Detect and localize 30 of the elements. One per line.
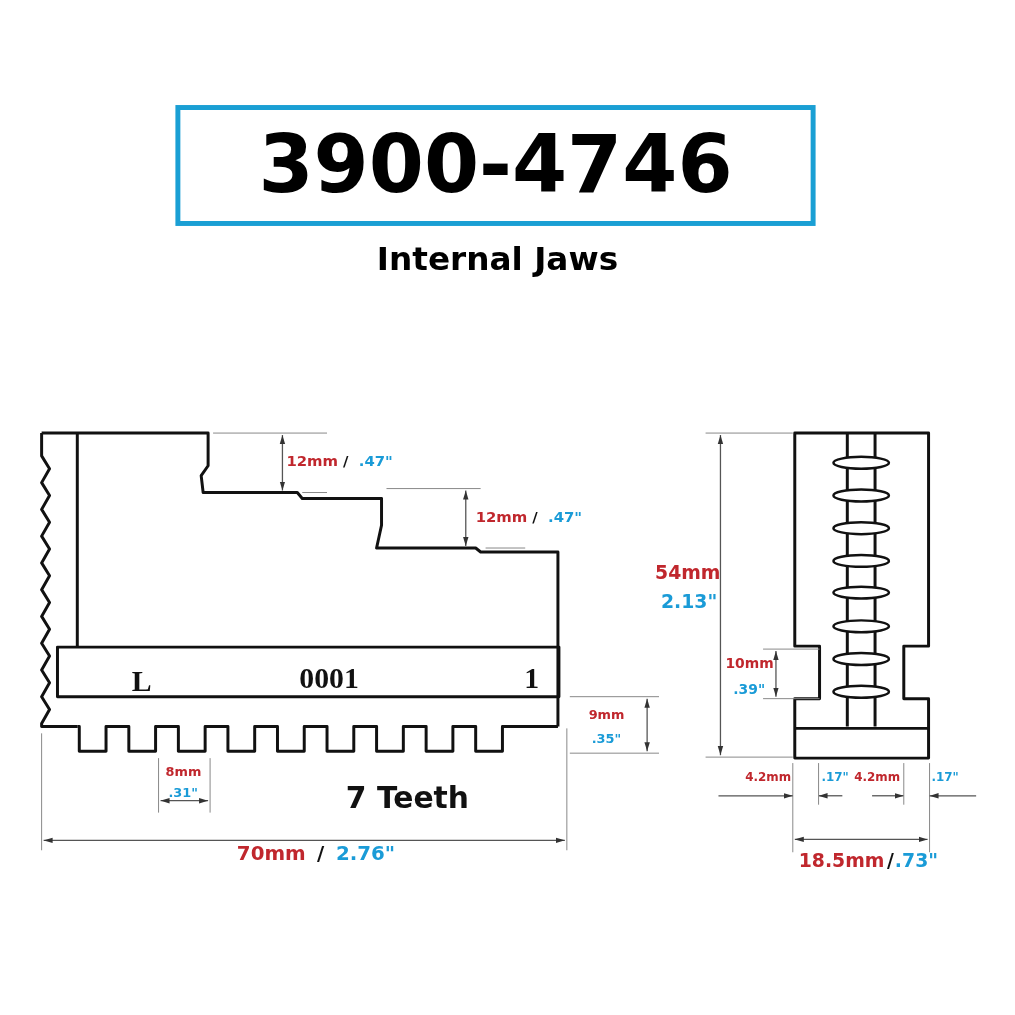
dimension-label: 12mm — [475, 510, 528, 526]
dimension-separator: / — [342, 453, 349, 469]
dimension-label: 12mm — [286, 453, 339, 469]
dimension-label: .39" — [733, 681, 766, 696]
subtitle: Internal Jaws — [375, 241, 620, 275]
engraved-marking: L — [131, 665, 152, 696]
dimension-label: 70mm — [236, 843, 306, 864]
dimension-separator: / — [532, 510, 538, 526]
dimension-label: 54mm — [655, 562, 721, 582]
dimension-label: 4.2mm — [854, 771, 901, 783]
dimension-separator: / — [317, 843, 325, 864]
part-number-title: 3900-4746 — [175, 105, 816, 226]
dimension-separator: / — [886, 851, 894, 871]
dimension-label: .17" — [931, 771, 959, 783]
dimension-label: 8mm — [165, 765, 202, 778]
dimension-label: 2.13" — [661, 592, 718, 612]
teeth-count-label: 7 Teeth — [345, 782, 469, 813]
dimension-label: .73" — [894, 851, 939, 871]
engraved-marking: 1 — [524, 663, 540, 693]
engraved-marking: 0001 — [299, 663, 359, 693]
dimension-label: 10mm — [725, 656, 774, 670]
dimension-label: 4.2mm — [745, 771, 792, 783]
dimension-label: .17" — [821, 771, 849, 783]
dimension-label: 9mm — [588, 708, 625, 722]
dimension-label: .31" — [168, 785, 198, 799]
dimension-label: .47" — [358, 453, 393, 469]
dimension-label: .35" — [591, 732, 622, 746]
dimension-label: .47" — [548, 510, 583, 526]
dimension-label: 2.76" — [335, 843, 396, 864]
dimension-label: 18.5mm — [798, 851, 885, 871]
